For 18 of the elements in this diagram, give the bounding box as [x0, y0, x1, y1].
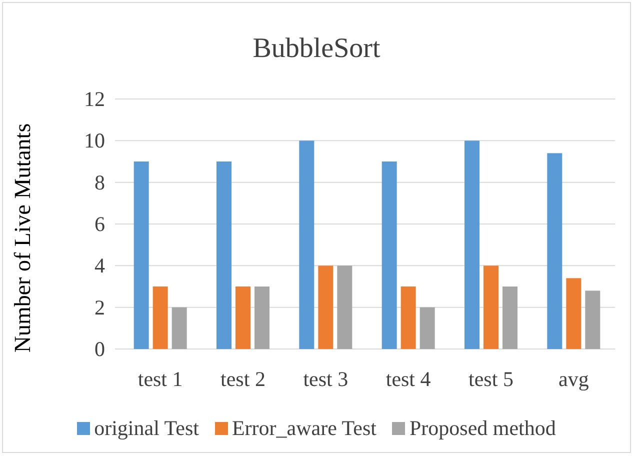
tick-label: 2 — [94, 295, 105, 320]
legend-label: Error_aware Test — [232, 416, 376, 441]
category-label: test 3 — [303, 367, 348, 391]
category-label: test 2 — [220, 367, 266, 391]
category-label: test 4 — [386, 367, 431, 391]
legend-label: original Test — [94, 416, 199, 441]
tick-label: 4 — [94, 254, 105, 278]
chart-title: BubbleSort — [252, 33, 382, 65]
category-label: test 5 — [468, 367, 514, 391]
tick-label: 6 — [94, 212, 105, 236]
legend-label: Proposed method — [409, 416, 556, 441]
axis-title: Number of Live Mutants — [10, 122, 36, 355]
tick-label: 0 — [94, 337, 105, 361]
category-label: test 1 — [138, 367, 183, 391]
tick-label: 12 — [84, 87, 105, 111]
tick-label: 8 — [94, 170, 105, 194]
category-label: avg — [558, 367, 589, 391]
tick-label: 10 — [84, 128, 105, 153]
